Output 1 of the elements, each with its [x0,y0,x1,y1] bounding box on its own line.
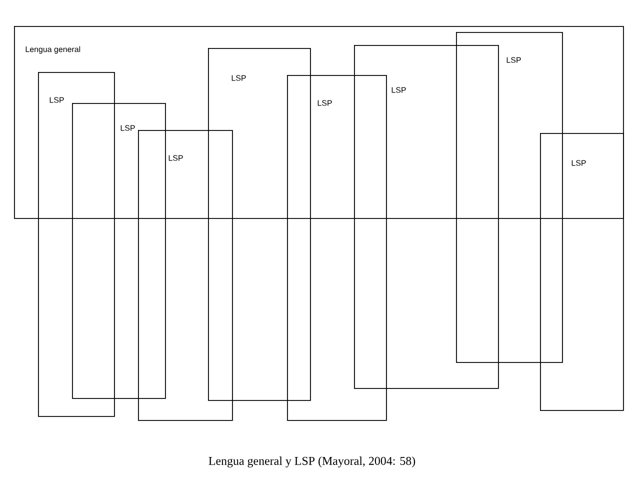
caption: Lengua general y LSP (Mayoral, 2004: 58) [208,456,416,468]
